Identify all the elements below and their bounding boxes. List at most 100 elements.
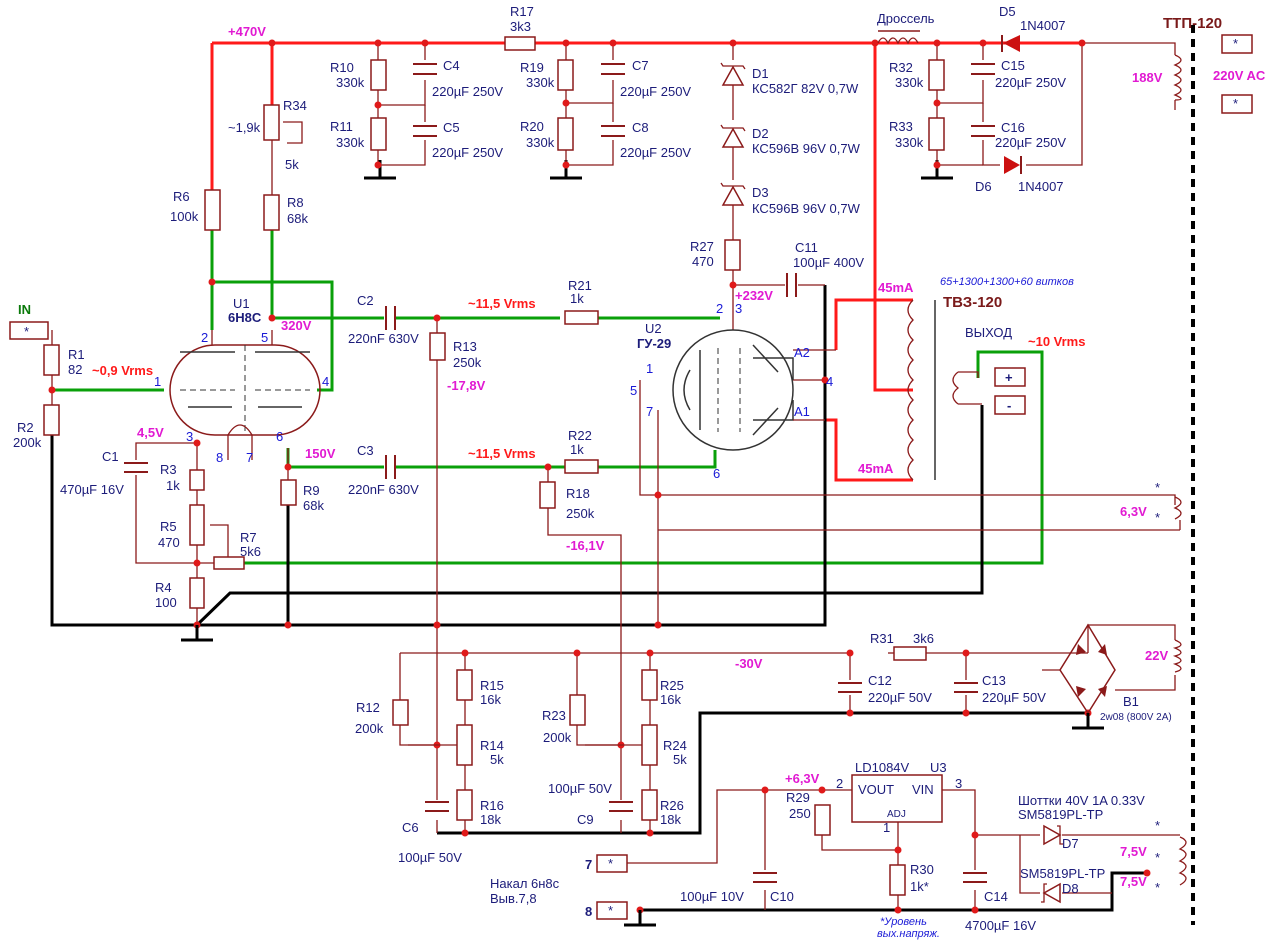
d8-name: SM5819PL-TP <box>1020 866 1105 881</box>
r5-label: R5 <box>160 519 177 534</box>
r11-value: 330k <box>336 135 365 150</box>
r24-value: 5k <box>673 752 687 767</box>
d3-label: D3 <box>752 185 769 200</box>
r6-label: R6 <box>173 189 190 204</box>
nakal2: Выв.7,8 <box>490 891 537 906</box>
r10-value: 330k <box>336 75 365 90</box>
v75b-label: 7,5V <box>1120 874 1147 889</box>
c8-value: 220µF 250V <box>620 145 691 160</box>
turns-label: 65+1300+1300+60 витков <box>940 276 1074 288</box>
in-label: IN <box>18 302 31 317</box>
c4-value: 220µF 250V <box>432 84 503 99</box>
r26-label: R26 <box>660 798 684 813</box>
r16-value: 18k <box>480 812 501 827</box>
r24-label: R24 <box>663 738 687 753</box>
c12-value: 220µF 50V <box>868 690 932 705</box>
c1-value: 470µF 16V <box>60 482 124 497</box>
r1-value: 82 <box>68 362 82 377</box>
r14-value: 5k <box>490 752 504 767</box>
c4-label: C4 <box>443 58 460 73</box>
r11-label: R11 <box>330 119 353 134</box>
schottky2: SM5819PL-TP <box>1018 807 1103 822</box>
r7-label: R7 <box>240 530 257 545</box>
connector-icon <box>9 34 1253 920</box>
r17-value: 3k3 <box>510 19 531 34</box>
u3-pin-3: 3 <box>955 776 962 791</box>
pin-6: 6 <box>276 429 283 444</box>
c2-value: 220nF 630V <box>348 331 419 346</box>
gu-pin-a2: A2 <box>794 345 810 360</box>
r33-label: R33 <box>889 119 913 134</box>
r25-label: R25 <box>660 678 684 693</box>
d6-value: 1N4007 <box>1018 179 1064 194</box>
r32-value: 330k <box>895 75 924 90</box>
v11a-label: ~11,5 Vrms <box>468 296 536 311</box>
r2-label: R2 <box>17 420 34 435</box>
r29-label: R29 <box>786 790 810 805</box>
v22-label: 22V <box>1145 648 1168 663</box>
terminal-8: 8 <box>585 904 592 919</box>
diode-icon <box>1001 35 1063 904</box>
terminal-7: 7 <box>585 857 592 872</box>
vin-label: VIN <box>912 782 934 797</box>
pin-2: 2 <box>201 330 208 345</box>
r12-label: R12 <box>356 700 380 715</box>
terminal-8-star: * <box>608 903 613 918</box>
r22-value: 1k <box>570 442 584 457</box>
r8-value: 68k <box>287 211 308 226</box>
r12-value: 200k <box>355 721 384 736</box>
v75a-label: 7,5V <box>1120 844 1147 859</box>
c7-label: C7 <box>632 58 649 73</box>
fil-star-2: * <box>1155 850 1160 865</box>
r9-value: 68k <box>303 498 324 513</box>
u1-label: U1 <box>233 296 250 311</box>
ground-wires <box>50 160 1147 912</box>
in-star: * <box>24 324 29 339</box>
zener-icon <box>720 62 746 206</box>
drossel-label: Дроссель <box>877 11 935 26</box>
c14-label: C14 <box>984 889 1008 904</box>
transformer-icon <box>877 30 1187 886</box>
d1-value: КС582Г 82V 0,7W <box>752 81 859 96</box>
c15-value: 220µF 250V <box>995 75 1066 90</box>
capacitor-icon <box>124 63 995 883</box>
v11b-label: ~11,5 Vrms <box>468 446 536 461</box>
r5-value: 470 <box>158 535 180 550</box>
r31-value: 3k6 <box>913 631 934 646</box>
ttp-label: ТТП-120 <box>1163 15 1222 32</box>
r29-value: 250 <box>789 806 811 821</box>
gu-pin-4: 4 <box>826 374 833 389</box>
c5-value: 220µF 250V <box>432 145 503 160</box>
r22-label: R22 <box>568 428 592 443</box>
v220-label: 220V AC <box>1213 68 1266 83</box>
r13-label: R13 <box>453 339 477 354</box>
tetrode-icon <box>672 329 836 451</box>
level1: *Уровень <box>880 916 927 928</box>
r10-label: R10 <box>330 60 354 75</box>
d5-label: D5 <box>999 4 1016 19</box>
gu-pin-1: 1 <box>646 361 653 376</box>
gu-pin-7: 7 <box>646 404 653 419</box>
r32-label: R32 <box>889 60 913 75</box>
ac-star-2: * <box>1233 96 1238 111</box>
r1-label: R1 <box>68 347 85 362</box>
fil-star-3: * <box>1155 880 1160 895</box>
pin-3: 3 <box>186 429 193 444</box>
vout-label: VOUT <box>858 782 894 797</box>
r34-value: 5k <box>285 157 299 172</box>
ma1-label: 45mA <box>878 280 914 295</box>
c3-label: C3 <box>357 443 374 458</box>
tvz-label: ТВЗ-120 <box>943 294 1002 311</box>
r19-label: R19 <box>520 60 544 75</box>
fil-star-1: * <box>1155 818 1160 833</box>
r15-label: R15 <box>480 678 504 693</box>
junctions <box>48 39 1151 914</box>
r14-label: R14 <box>480 738 504 753</box>
r20-value: 330k <box>526 135 555 150</box>
ac-star-1: * <box>1233 36 1238 51</box>
c16-label: C16 <box>1001 120 1025 135</box>
v188-label: 188V <box>1132 70 1163 85</box>
b1-label: B1 <box>1123 694 1139 709</box>
regulator-icon <box>851 774 943 823</box>
